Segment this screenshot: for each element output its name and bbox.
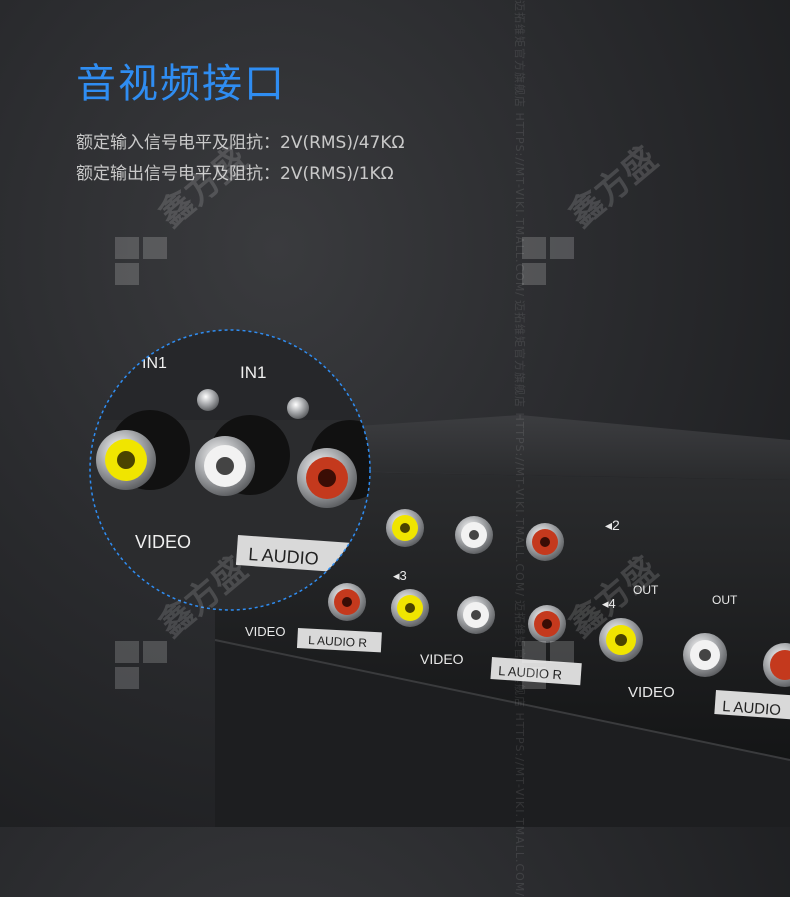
video-label: VIDEO (420, 651, 464, 667)
port-1-audio-right-jack (526, 523, 564, 561)
zoom-detail: IN1 IN1 VIDEO L AUDIO (89, 329, 371, 611)
out-audio-left-jack (683, 633, 727, 677)
port-4-audio-left-jack (457, 596, 495, 634)
zoom-ring (89, 329, 371, 611)
out-label: OUT (712, 593, 738, 607)
port-4-audio-right-jack (528, 605, 566, 643)
port-4-video-jack (391, 589, 429, 627)
zoom-video-label: VIDEO (135, 532, 191, 552)
port-4-label: ◂4 (602, 596, 616, 611)
panel-labels: VIDEO L AUDIO R VIDEO L AUDIO R OUT OUT … (245, 583, 790, 720)
device-illustration: ◂2 ◂3 ◂4 VIDEO L AUDIO R VIDEO L AUDIO R… (89, 237, 790, 827)
section-title: 音视频接口 (76, 61, 286, 107)
zoom-in-label: IN1 (240, 363, 266, 382)
port-1-audio-left-jack (455, 516, 493, 554)
out-label: OUT (633, 583, 659, 597)
jack-row-upper: ◂2 (386, 509, 620, 561)
watermark-logo (115, 237, 574, 689)
watermark-url: 迈拓维矩官方旗舰店 HTTPS://MT-VIKI.TMALL.COM/ (513, 300, 526, 598)
audio-label: L AUDIO R (308, 633, 368, 650)
input-spec-text: 额定输入信号电平及阻抗：2V(RMS)/47KΩ (76, 133, 405, 153)
watermark-url: 迈拓维矩官方旗舰店 HTTPS://MT-VIKI.TMALL.COM/ (513, 0, 526, 298)
port-3-label: ◂3 (393, 568, 407, 583)
zoom-in-label: IN1 (142, 355, 167, 372)
port-1-video-jack (386, 509, 424, 547)
audio-label: L AUDIO R (498, 663, 563, 682)
zoom-audio-label: L AUDIO (248, 544, 320, 569)
video-label: VIDEO (245, 624, 285, 639)
port-2-label: ◂2 (605, 517, 620, 533)
out-audio-right-jack (763, 643, 790, 687)
switch-box (214, 415, 790, 827)
output-spec-text: 额定输出信号电平及阻抗：2V(RMS)/1KΩ (76, 164, 394, 184)
out-video-jack (599, 618, 643, 662)
jack-row-lower: ◂3 ◂4 (328, 568, 790, 687)
watermark-url: 迈拓维矩官方旗舰店 HTTPS://MT-VIKI.TMALL.COM/ (513, 600, 526, 897)
out-audio-label: L AUDIO (722, 698, 782, 719)
port-3-audio-right-jack (328, 583, 366, 621)
out-video-label: VIDEO (628, 684, 675, 701)
